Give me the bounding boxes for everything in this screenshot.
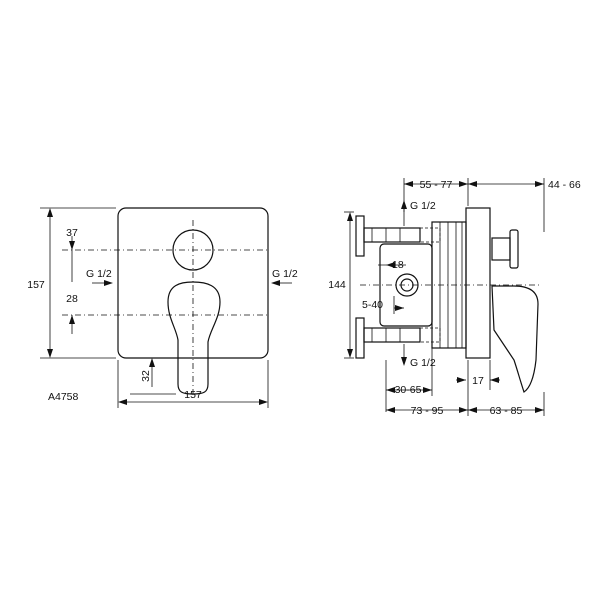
dim-upper-offset: 37 <box>66 227 78 239</box>
arrow <box>47 349 53 358</box>
dim-port-diameter: 18 <box>392 259 404 271</box>
dim-side-height: 144 <box>328 279 346 291</box>
dim-front-width: 157 <box>184 389 202 401</box>
arrow <box>104 280 113 286</box>
arrow <box>386 407 395 413</box>
stub-plate <box>355 317 365 359</box>
lever-side <box>491 285 539 393</box>
drawing-code: A4758 <box>48 391 79 403</box>
mixer-lever <box>167 281 221 395</box>
arrow <box>271 280 280 286</box>
arrow <box>149 358 155 367</box>
dim-front-height: 157 <box>27 279 45 291</box>
arrow <box>386 387 395 393</box>
arrow <box>347 349 353 358</box>
stub-plate <box>355 215 365 257</box>
dim-bottom-left: 73 - 95 <box>411 405 444 417</box>
knob-stem <box>491 237 511 261</box>
arrow <box>47 208 53 217</box>
arrow <box>535 181 544 187</box>
dim-port-range: 5-40 <box>362 299 383 311</box>
dim-top-left: 55 - 77 <box>420 179 453 191</box>
knob-cap <box>509 229 519 269</box>
arrow <box>468 407 477 413</box>
upper-inlet-stubs <box>355 215 441 257</box>
arrow <box>404 181 413 187</box>
dim-top-right: 44 - 66 <box>548 179 581 191</box>
arrow <box>459 181 468 187</box>
arrow <box>259 399 268 405</box>
dim-lower-offset: 28 <box>66 293 78 305</box>
dim-bottom-right: 63 - 85 <box>490 405 523 417</box>
arrow <box>401 200 407 209</box>
inlet-right-label: G 1/2 <box>272 268 298 280</box>
arrow <box>118 399 127 405</box>
cover-plate <box>117 207 269 359</box>
front-view: 157 37 28 G 1/2 G 1/2 32 157 A4758 <box>27 207 298 408</box>
dim-depth-inner: 30-65 <box>395 384 422 396</box>
arrow <box>395 305 404 311</box>
arrow <box>535 407 544 413</box>
side-view: 144 55 - 77 44 - 66 G 1/2 G 1/2 18 5-40 <box>328 178 581 417</box>
side-cover-plate <box>465 207 491 359</box>
outlet-top-label: G 1/2 <box>410 200 436 212</box>
arrow <box>69 241 75 250</box>
arrow <box>423 387 432 393</box>
dim-bottom-gap: 32 <box>140 370 152 382</box>
arrow <box>468 181 477 187</box>
dim-plate-depth: 17 <box>472 375 484 387</box>
arrow <box>347 212 353 221</box>
arrow <box>490 377 499 383</box>
inlet-left-label: G 1/2 <box>86 268 112 280</box>
outlet-bottom-label: G 1/2 <box>410 357 436 369</box>
arrow <box>457 377 466 383</box>
lower-inlet-stubs <box>355 317 441 359</box>
arrow <box>386 262 395 268</box>
arrow <box>401 357 407 366</box>
arrow <box>459 407 468 413</box>
